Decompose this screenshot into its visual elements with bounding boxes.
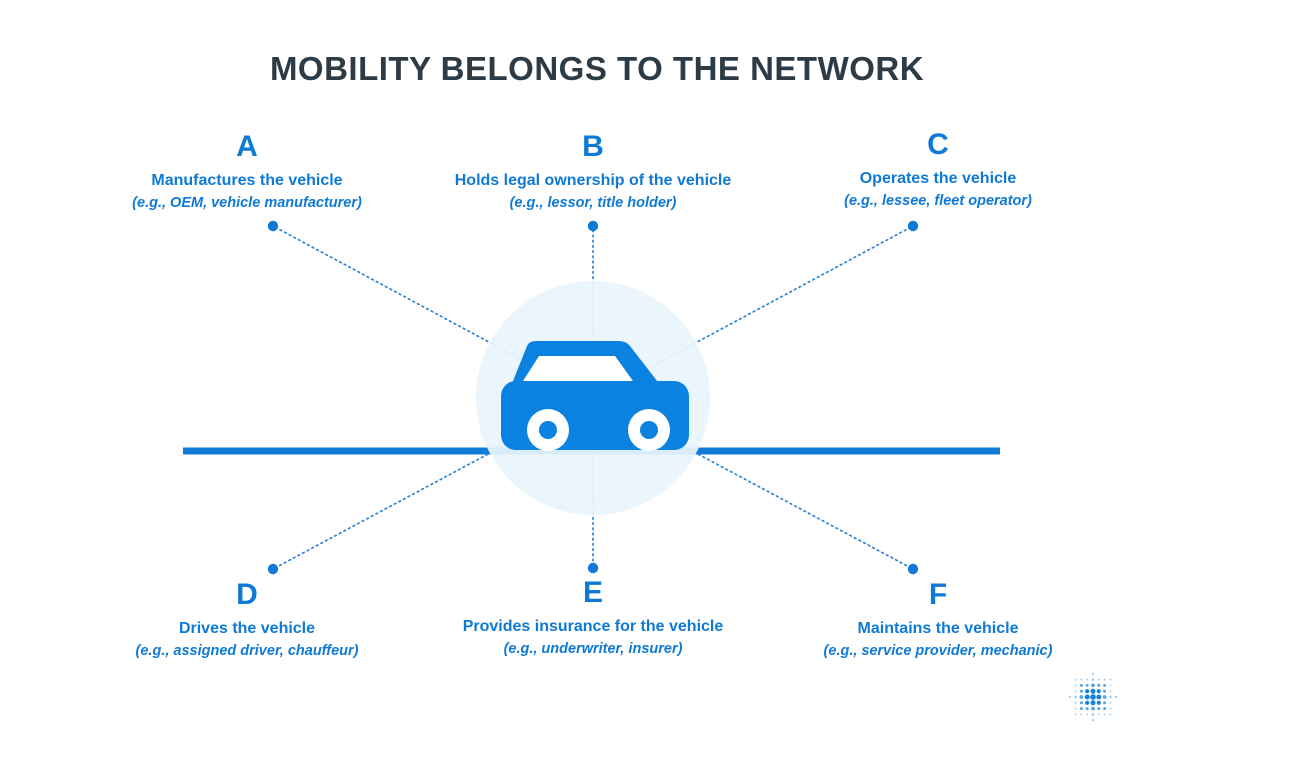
node-d-role: Drives the vehicle <box>178 620 316 637</box>
node-c-role: Operates the vehicle <box>859 170 1017 187</box>
node-b-examples: (e.g., lessor, title holder) <box>509 195 677 211</box>
node-dot-c <box>907 220 919 232</box>
connector-line-c <box>592 225 914 399</box>
node-e: E Provides insurance for the vehicle (e.… <box>423 576 763 659</box>
node-d: D Drives the vehicle (e.g., assigned dri… <box>77 578 417 661</box>
node-a: A Manufactures the vehicle (e.g., OEM, v… <box>77 130 417 213</box>
node-c: C Operates the vehicle (e.g., lessee, fl… <box>768 128 1108 211</box>
node-a-examples: (e.g., OEM, vehicle manufacturer) <box>132 195 362 211</box>
node-a-letter: A <box>236 130 258 163</box>
page-title: MOBILITY BELONGS TO THE NETWORK <box>269 50 925 87</box>
node-e-role: Provides insurance for the vehicle <box>462 618 724 635</box>
node-f-examples: (e.g., service provider, mechanic) <box>823 643 1053 659</box>
node-d-examples: (e.g., assigned driver, chauffeur) <box>135 643 359 659</box>
node-b-letter: B <box>582 130 604 163</box>
node-f: F Maintains the vehicle (e.g., service p… <box>768 578 1108 661</box>
node-c-letter: C <box>927 128 949 161</box>
connector-line-d <box>272 397 594 570</box>
connector-line-f <box>592 397 914 570</box>
node-d-letter: D <box>236 578 258 611</box>
car-icon <box>501 341 689 451</box>
node-e-letter: E <box>582 576 603 609</box>
node-dot-e <box>587 562 599 574</box>
node-b: B Holds legal ownership of the vehicle (… <box>423 130 763 213</box>
connector-line-a <box>272 225 594 399</box>
node-dot-d <box>267 563 279 575</box>
node-b-role: Holds legal ownership of the vehicle <box>454 172 732 189</box>
node-f-role: Maintains the vehicle <box>857 620 1019 637</box>
node-dot-f <box>907 563 919 575</box>
node-f-letter: F <box>928 578 948 611</box>
node-c-examples: (e.g., lessee, fleet operator) <box>844 193 1032 209</box>
node-dot-a <box>267 220 279 232</box>
halftone-globe-logo <box>1068 672 1118 722</box>
node-dot-b <box>587 220 599 232</box>
node-e-examples: (e.g., underwriter, insurer) <box>503 641 683 657</box>
node-a-role: Manufactures the vehicle <box>151 172 343 189</box>
